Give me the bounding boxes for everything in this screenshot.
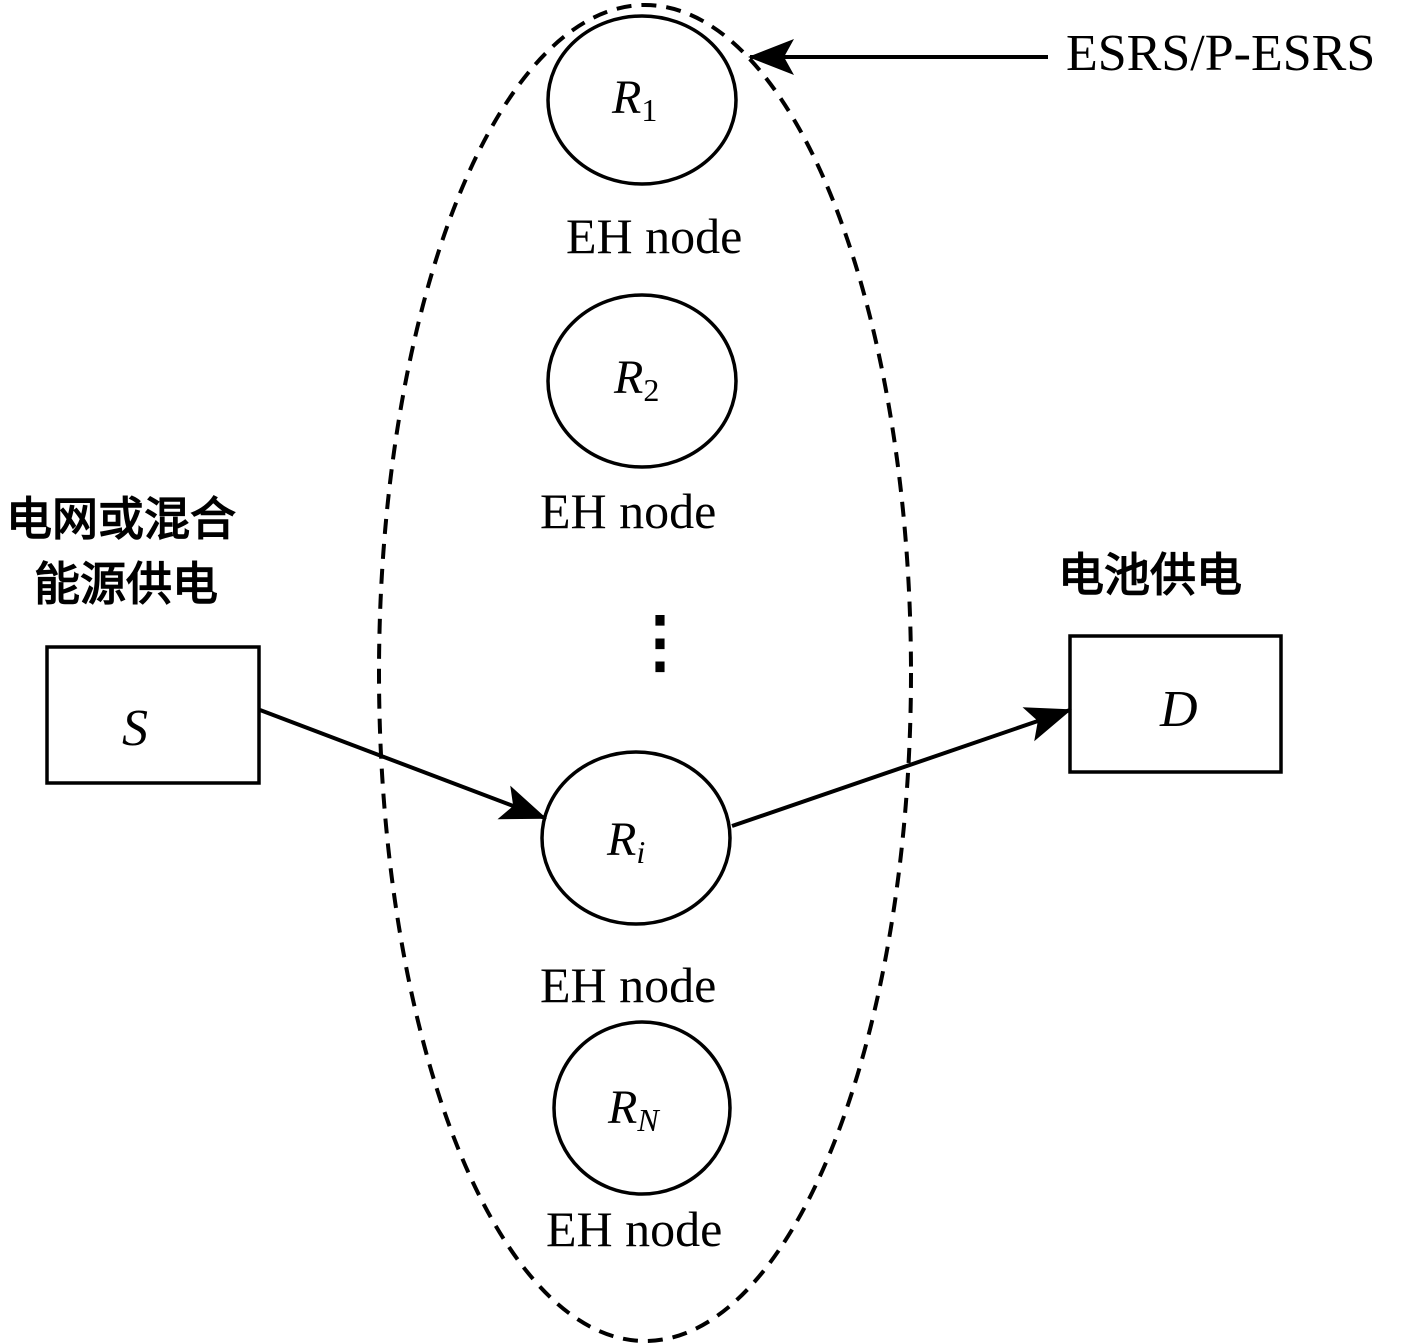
relay-ri-label: Ri (607, 813, 646, 870)
relay-r1-symbol: R (612, 71, 642, 124)
relay-ri-circle (540, 750, 732, 926)
relay-group-ellipse (377, 3, 913, 1343)
relay-rn-symbol: R (608, 1081, 638, 1134)
source-caption-line1: 电网或混合 (6, 492, 236, 546)
relay-r1-label: R1 (612, 71, 658, 128)
arrow-source-to-relay (259, 708, 547, 820)
relay-rn-subscript: N (637, 1102, 659, 1138)
relay-r2-caption: EH node (540, 483, 717, 539)
relay-r1-caption: EH node (566, 208, 743, 264)
relay-r1-circle (546, 14, 738, 186)
relay-r1-subscript: 1 (641, 92, 658, 128)
relay-r2-subscript: 2 (643, 372, 660, 408)
source-node-box (45, 645, 261, 785)
relay-ri-subscript: i (636, 834, 646, 870)
relay-ri-symbol: R (607, 813, 637, 866)
relay-rn-circle (552, 1020, 732, 1196)
relay-r2-circle (546, 293, 738, 469)
relay-r2-symbol: R (614, 351, 644, 404)
relay-ri-caption: EH node (540, 957, 717, 1013)
arrow-relay-to-destination (731, 707, 1072, 828)
relay-rn-caption: EH node (546, 1201, 723, 1257)
destination-node-box (1068, 634, 1283, 774)
relay-ellipsis: ⋮ (626, 604, 694, 680)
relay-r2-label: R2 (614, 351, 660, 408)
destination-caption: 电池供电 (1058, 548, 1242, 602)
destination-node-label: D (1160, 681, 1198, 738)
relay-group-label: ESRS/P-ESRS (1066, 25, 1376, 82)
source-node-label: S (122, 700, 148, 757)
source-caption-line2: 能源供电 (34, 557, 218, 611)
relay-rn-label: RN (608, 1081, 659, 1138)
